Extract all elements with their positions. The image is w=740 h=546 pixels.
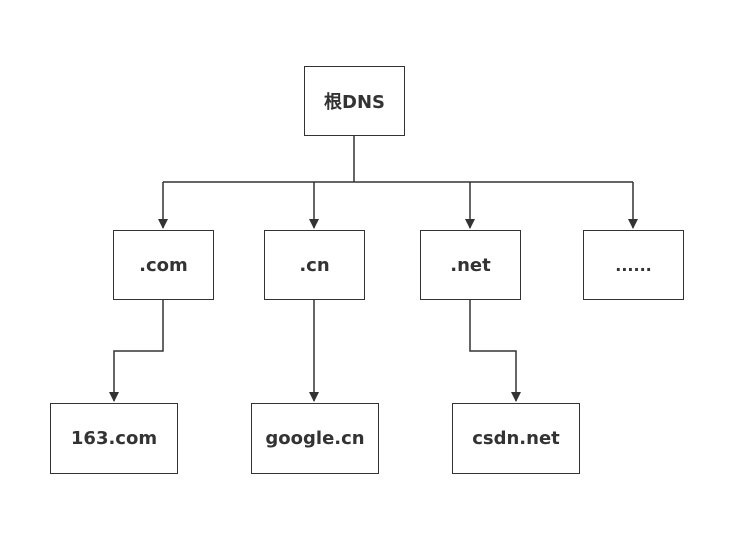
domain-google-node: google.cn [251,403,379,474]
tld-com-node: .com [113,230,214,300]
tld-net-label: .net [450,254,491,276]
tld-com-label: .com [139,254,188,276]
tld-more-label: ...... [615,255,652,275]
tld-more-node: ...... [583,230,684,300]
edge-net-csdn [469,300,521,402]
tld-cn-label: .cn [299,254,330,276]
root-dns-label: 根DNS [324,92,385,113]
domain-google-label: google.cn [265,428,365,449]
domain-csdn-label: csdn.net [472,428,560,449]
root-dns-node: 根DNS [304,66,405,136]
domain-163-label: 163.com [70,428,158,449]
domain-163-node: 163.com [50,403,178,474]
tld-cn-node: .cn [264,230,365,300]
edge-com-163 [109,300,164,402]
tld-net-node: .net [420,230,521,300]
domain-csdn-node: csdn.net [452,403,580,474]
